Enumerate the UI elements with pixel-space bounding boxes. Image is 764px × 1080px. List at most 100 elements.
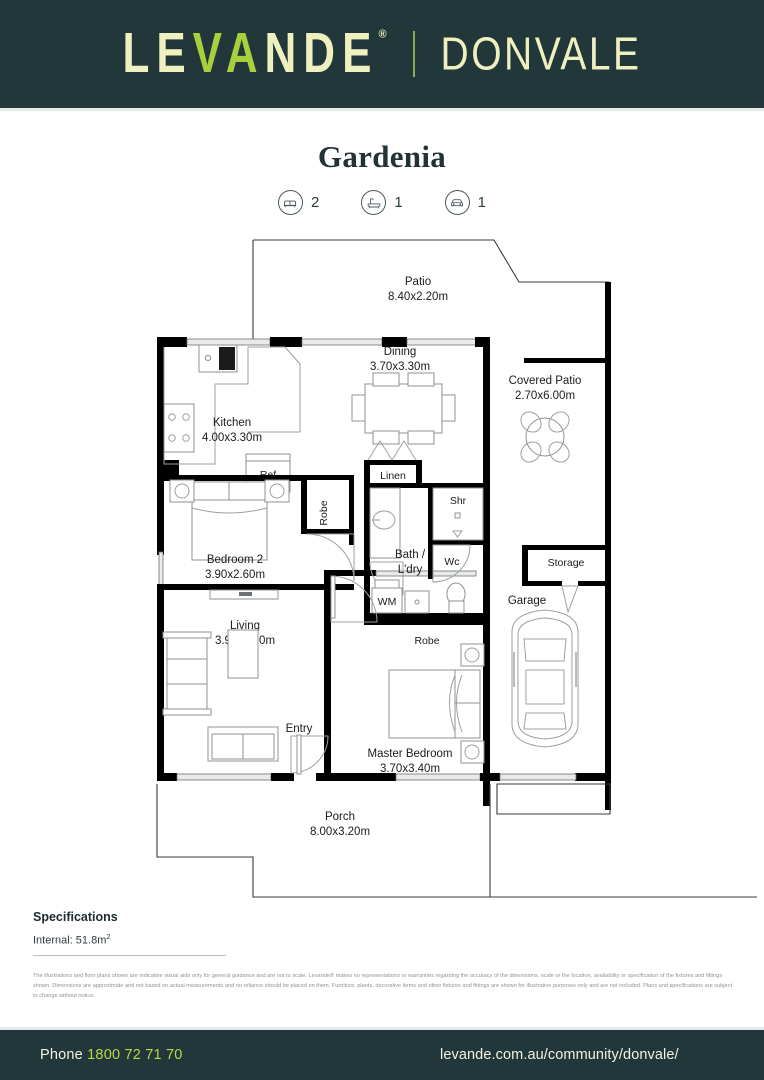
levande-logo-le: LE [122,22,193,85]
label-patio-dims: 8.40x2.20m [388,291,448,303]
bed-icon [277,190,303,215]
wall-bed2-top [157,475,307,481]
floorplan-drawing: .w { fill:#000000; } .thin{ fill:none; s… [0,232,764,900]
bedside-lamp-right-icon [264,479,290,503]
wall-storage-top [522,545,610,550]
label-garage: Garage [508,595,546,607]
label-living: Living [230,620,260,632]
wall-top-mid2 [382,337,407,347]
wall-bed2-bottom [157,584,354,590]
feature-bedrooms: 2 [277,190,320,215]
label-robe-master: Robe [414,635,439,647]
wall-linen-top [364,460,422,465]
wall-top-left [157,337,187,347]
wall-bed2-robe-bottom [301,529,354,534]
label-covered-patio: Covered Patio [509,375,582,387]
wall-linen-left [364,460,370,483]
wall-storage-bottom-right [578,581,610,586]
label-linen: Linen [380,470,406,482]
label-patio: Patio [405,276,431,288]
wall-bottom-entry [316,773,330,781]
wall-left-kitchen [157,337,164,467]
phone-label: Phone [40,1047,88,1063]
kitchen-fittings [163,344,301,465]
bathrooms-count: 1 [394,194,403,211]
page-title: Gardenia [317,139,447,174]
stove-icon [163,403,195,453]
master-bedroom-furniture [388,643,485,764]
label-master-bedroom-dims: 3.70x3.40m [380,763,440,775]
car-icon [444,190,470,215]
wall-shower-left [428,488,433,544]
wall-garage-bottom-left [490,773,500,781]
porch-outline [156,784,757,898]
wall-bed2-robe-top [301,475,354,480]
wall-wc-top [428,540,486,545]
website-url[interactable]: levande.com.au/community/donvale/ [440,1047,679,1063]
wall-left-living [157,590,164,780]
wall-bottom-living-left [157,773,177,781]
footer-phone-block: Phone 1800 72 71 70 [40,1047,183,1063]
label-entry: Entry [286,723,313,735]
specifications-heading: Specifications [33,910,118,924]
wall-bottom-living-mid [271,773,294,781]
specifications-internal-area: Internal: 51.8m2 [33,932,333,947]
car-illustration [511,609,579,748]
wall-garage-bottom-right [575,773,611,781]
registered-trademark-icon: ® [378,28,387,41]
contact-footer: Phone 1800 72 71 70 levande.com.au/commu… [0,1030,764,1080]
wall-linen-right [416,460,422,483]
wall-right-bath [483,465,490,640]
laundry-tub-icon [404,590,430,614]
bedrooms-count: 2 [310,194,320,211]
vanity-icon [369,487,401,559]
label-shr: Shr [450,495,467,507]
patio-outline [252,239,609,342]
wall-top-right [475,337,489,347]
label-covered-patio-dims: 2.70x6.00m [515,390,575,402]
washing-machine-icon [371,587,403,614]
label-robe-bed2: Robe [318,500,330,525]
wall-right-master [483,636,490,806]
wall-covered-patio-right-upper [605,282,611,362]
footer-rule [0,1027,764,1030]
label-storage: Storage [548,557,585,569]
label-dining-dims: 3.70x3.30m [370,361,430,373]
outdoor-table-setting [520,411,570,463]
wall-master-left [324,570,331,780]
wall-bath-top [364,483,490,488]
feature-carspaces: 1 [444,190,486,215]
phone-number[interactable]: 1800 72 71 70 [87,1047,183,1063]
wall-master-top-left [324,570,376,576]
wall-covered-patio-top [524,358,608,363]
living-furniture [162,589,279,762]
header-rule [0,108,764,111]
label-bedroom2-dims: 3.90x2.60m [205,569,265,581]
specifications-divider [33,954,226,956]
window-dining-right [406,338,481,346]
garage-door [499,773,577,781]
wall-master-bottom-right [480,773,490,781]
label-wm: WM [378,596,397,608]
property-features-row: 2 1 [0,190,764,215]
logo-divider [412,31,415,77]
specifications-block: Specifications Internal: 51.8m2 [33,910,333,956]
label-porch-dims: 8.00x3.20m [310,826,370,838]
wall-right-dining [483,337,490,467]
label-porch: Porch [325,811,355,823]
window-dining-left [186,338,271,346]
wall-bath-bottom [364,613,490,619]
wall-robe-top [364,619,490,625]
window-living-bottom [176,773,272,781]
disclaimer-text: The illustrations and floor plans shown … [33,973,732,999]
window-master-top [375,570,477,577]
bath-icon [361,190,387,215]
label-bath-2: L'dry [398,564,423,576]
wall-bed2-robe-right [349,475,354,545]
master-lamp-bottom-icon [460,740,485,764]
bookcase-icon [166,635,208,712]
label-master-bedroom: Master Bedroom [367,748,452,760]
